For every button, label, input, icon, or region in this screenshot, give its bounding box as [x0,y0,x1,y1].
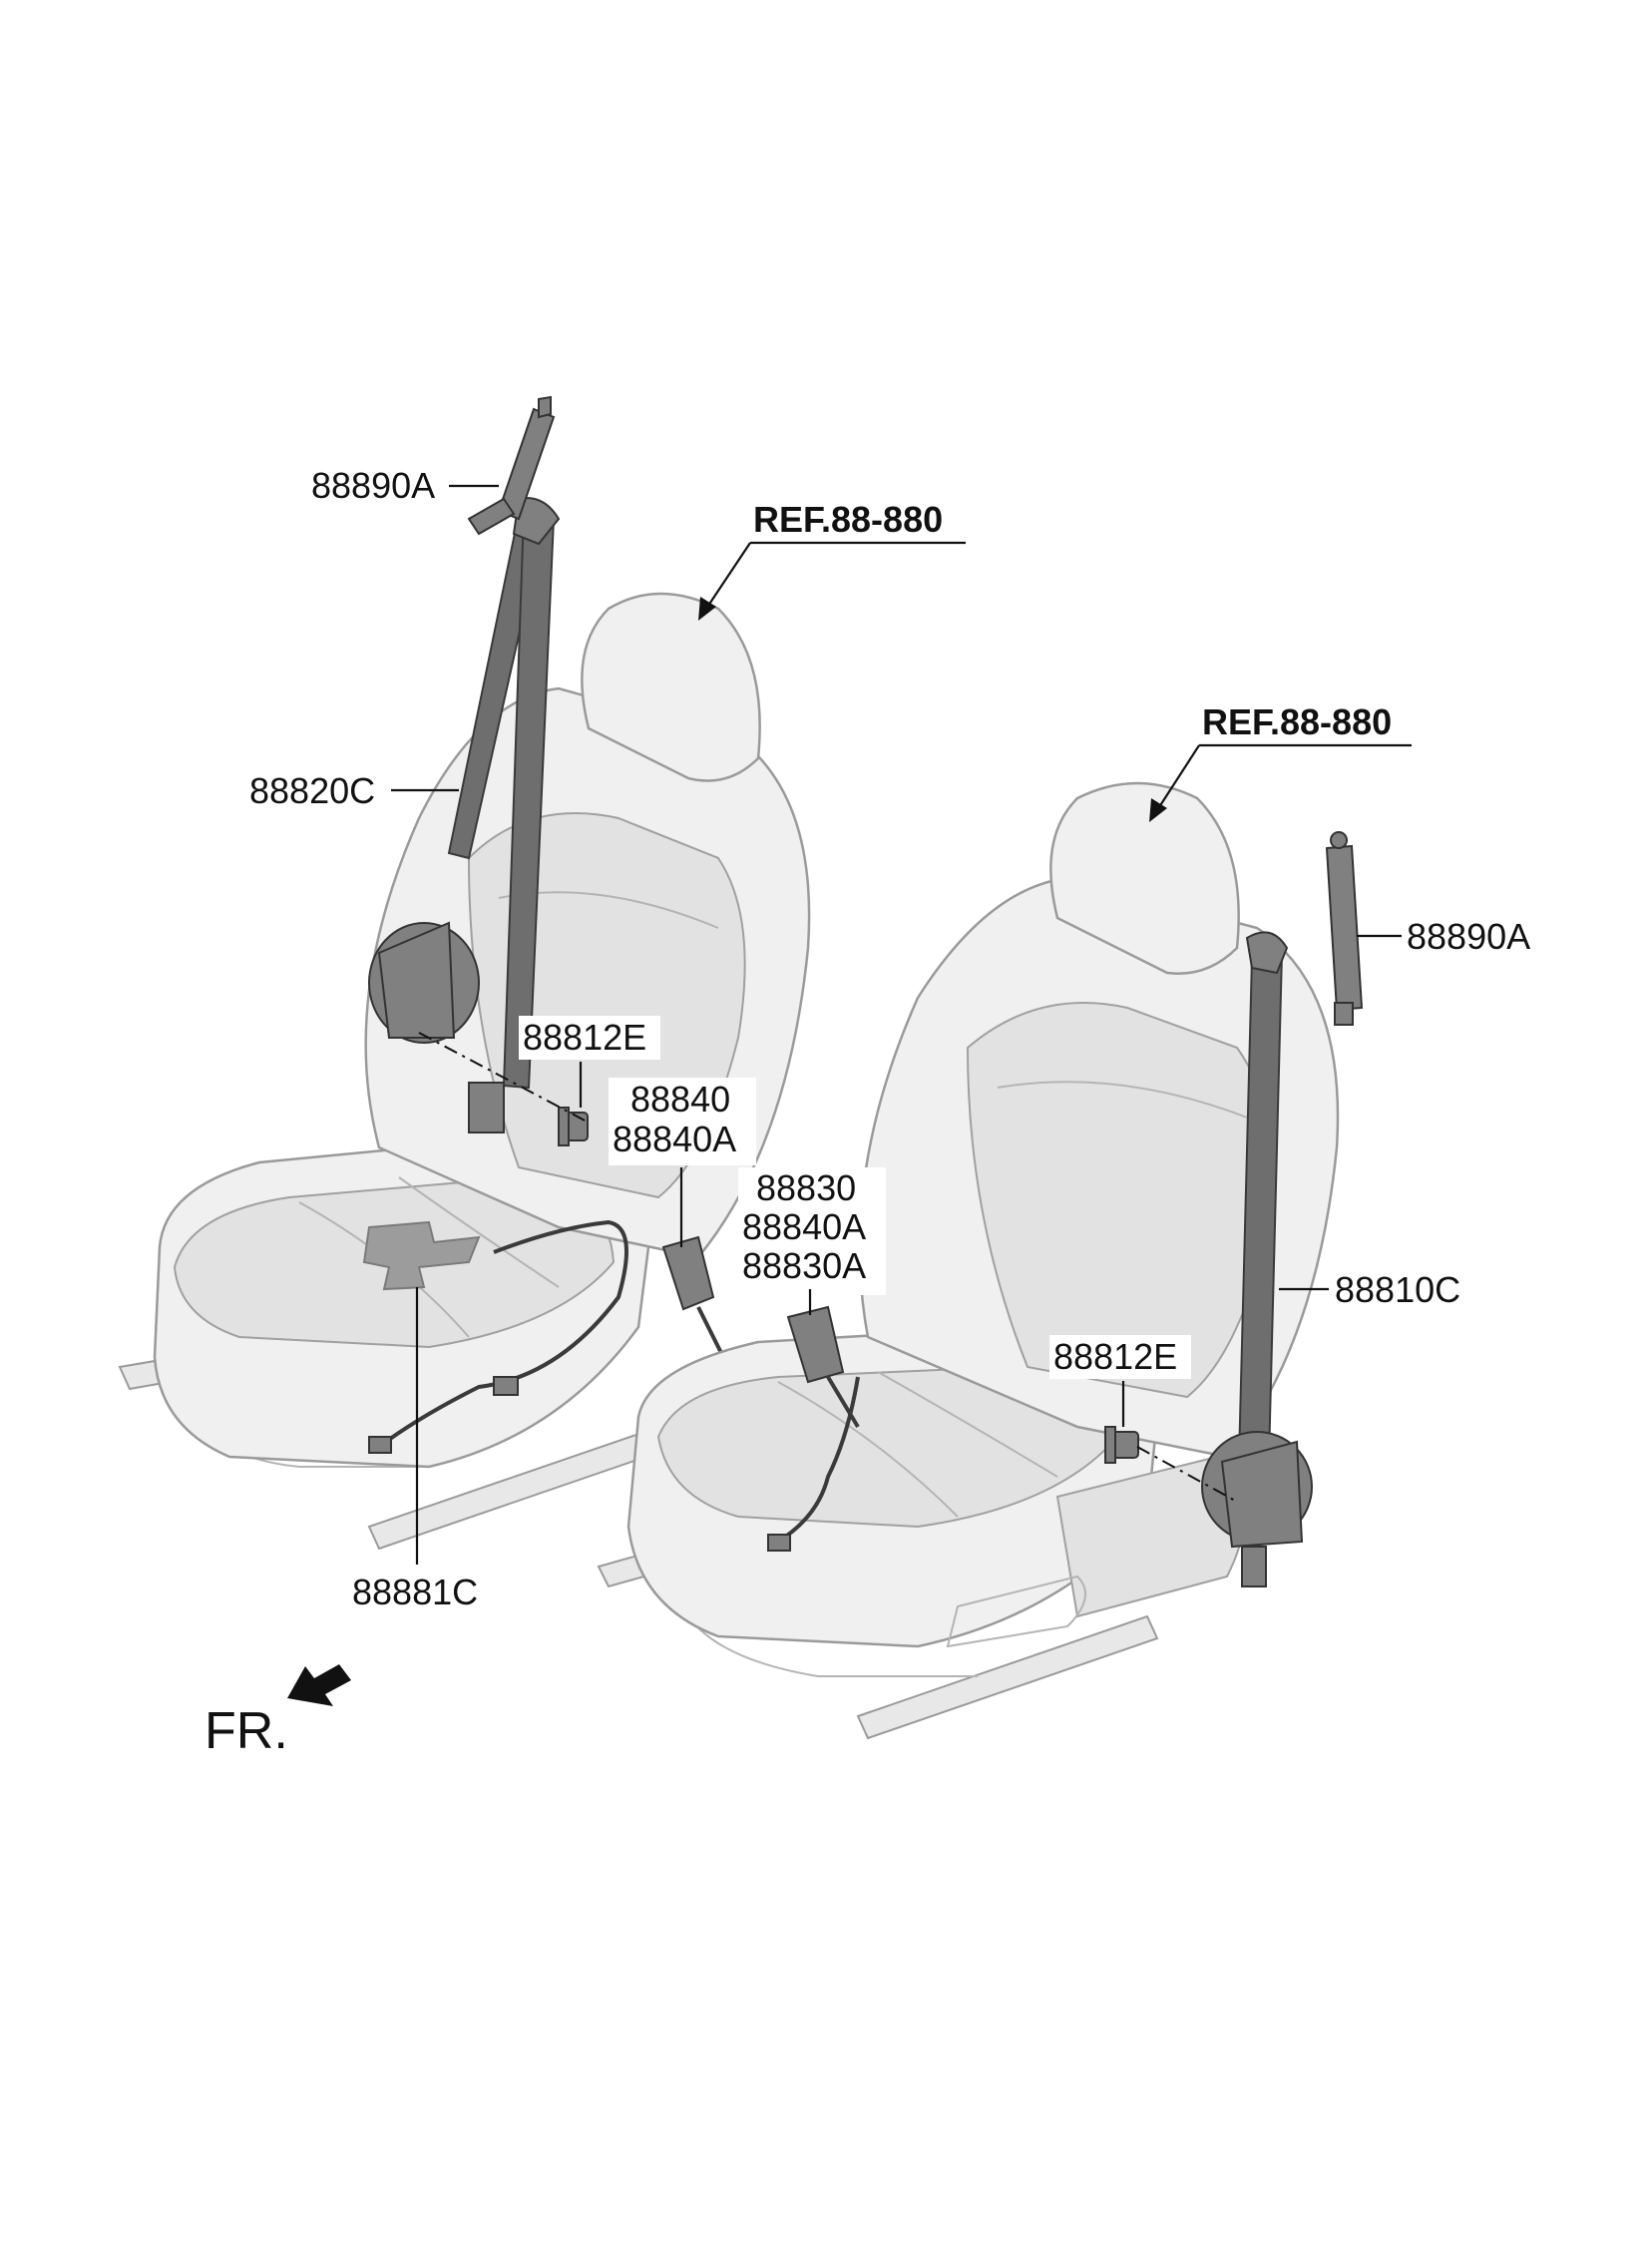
label-88890a-right: 88890A [1407,916,1530,957]
label-88881c: 88881C [352,1572,478,1612]
label-88840a-right: 88840A [742,1206,866,1247]
right-seat-belt-assembly [1201,931,1313,1587]
right-anchor-bracket [1325,831,1364,1026]
callout-left-bolt: 88812E [519,1016,660,1108]
callout-left-belt: 88820C [249,770,459,811]
front-label: FR. [205,1702,288,1760]
ref-label-right: REF.88-880 [1202,701,1392,742]
right-seat [597,781,1340,1740]
ref-label-left: REF.88-880 [753,499,943,540]
left-anchor-bolt [558,1107,589,1146]
reference-left-seat: REF.88-880 [698,499,966,621]
callout-right-anchor-bracket: 88890A [1357,916,1530,957]
callout-left-anchor-bracket: 88890A [311,465,499,506]
callout-right-buckle: 88830 88840A 88830A [738,1167,886,1315]
callout-right-bolt: 88812E [1049,1335,1191,1427]
left-seat-belt-assembly [368,497,561,1133]
label-88812e-left: 88812E [523,1017,646,1058]
label-88812e-right: 88812E [1053,1336,1177,1377]
callout-left-buckle: 88840 88840A [609,1078,756,1247]
left-anchor-bracket [467,395,556,536]
label-88830: 88830 [756,1167,856,1208]
label-88840: 88840 [630,1079,730,1120]
right-anchor-bolt [1104,1426,1139,1464]
label-88810c: 88810C [1335,1269,1460,1310]
callout-sensor-mat: 88881C [352,1287,478,1612]
label-88820c: 88820C [249,770,375,811]
reference-right-seat: REF.88-880 [1149,701,1412,822]
callout-right-belt: 88810C [1279,1269,1460,1310]
label-88830a: 88830A [742,1245,866,1286]
label-88840a-left: 88840A [613,1119,736,1159]
front-orientation-marker: FR. [205,1664,351,1760]
front-direction-arrow-icon [287,1664,351,1706]
label-88890a-left: 88890A [311,465,435,506]
